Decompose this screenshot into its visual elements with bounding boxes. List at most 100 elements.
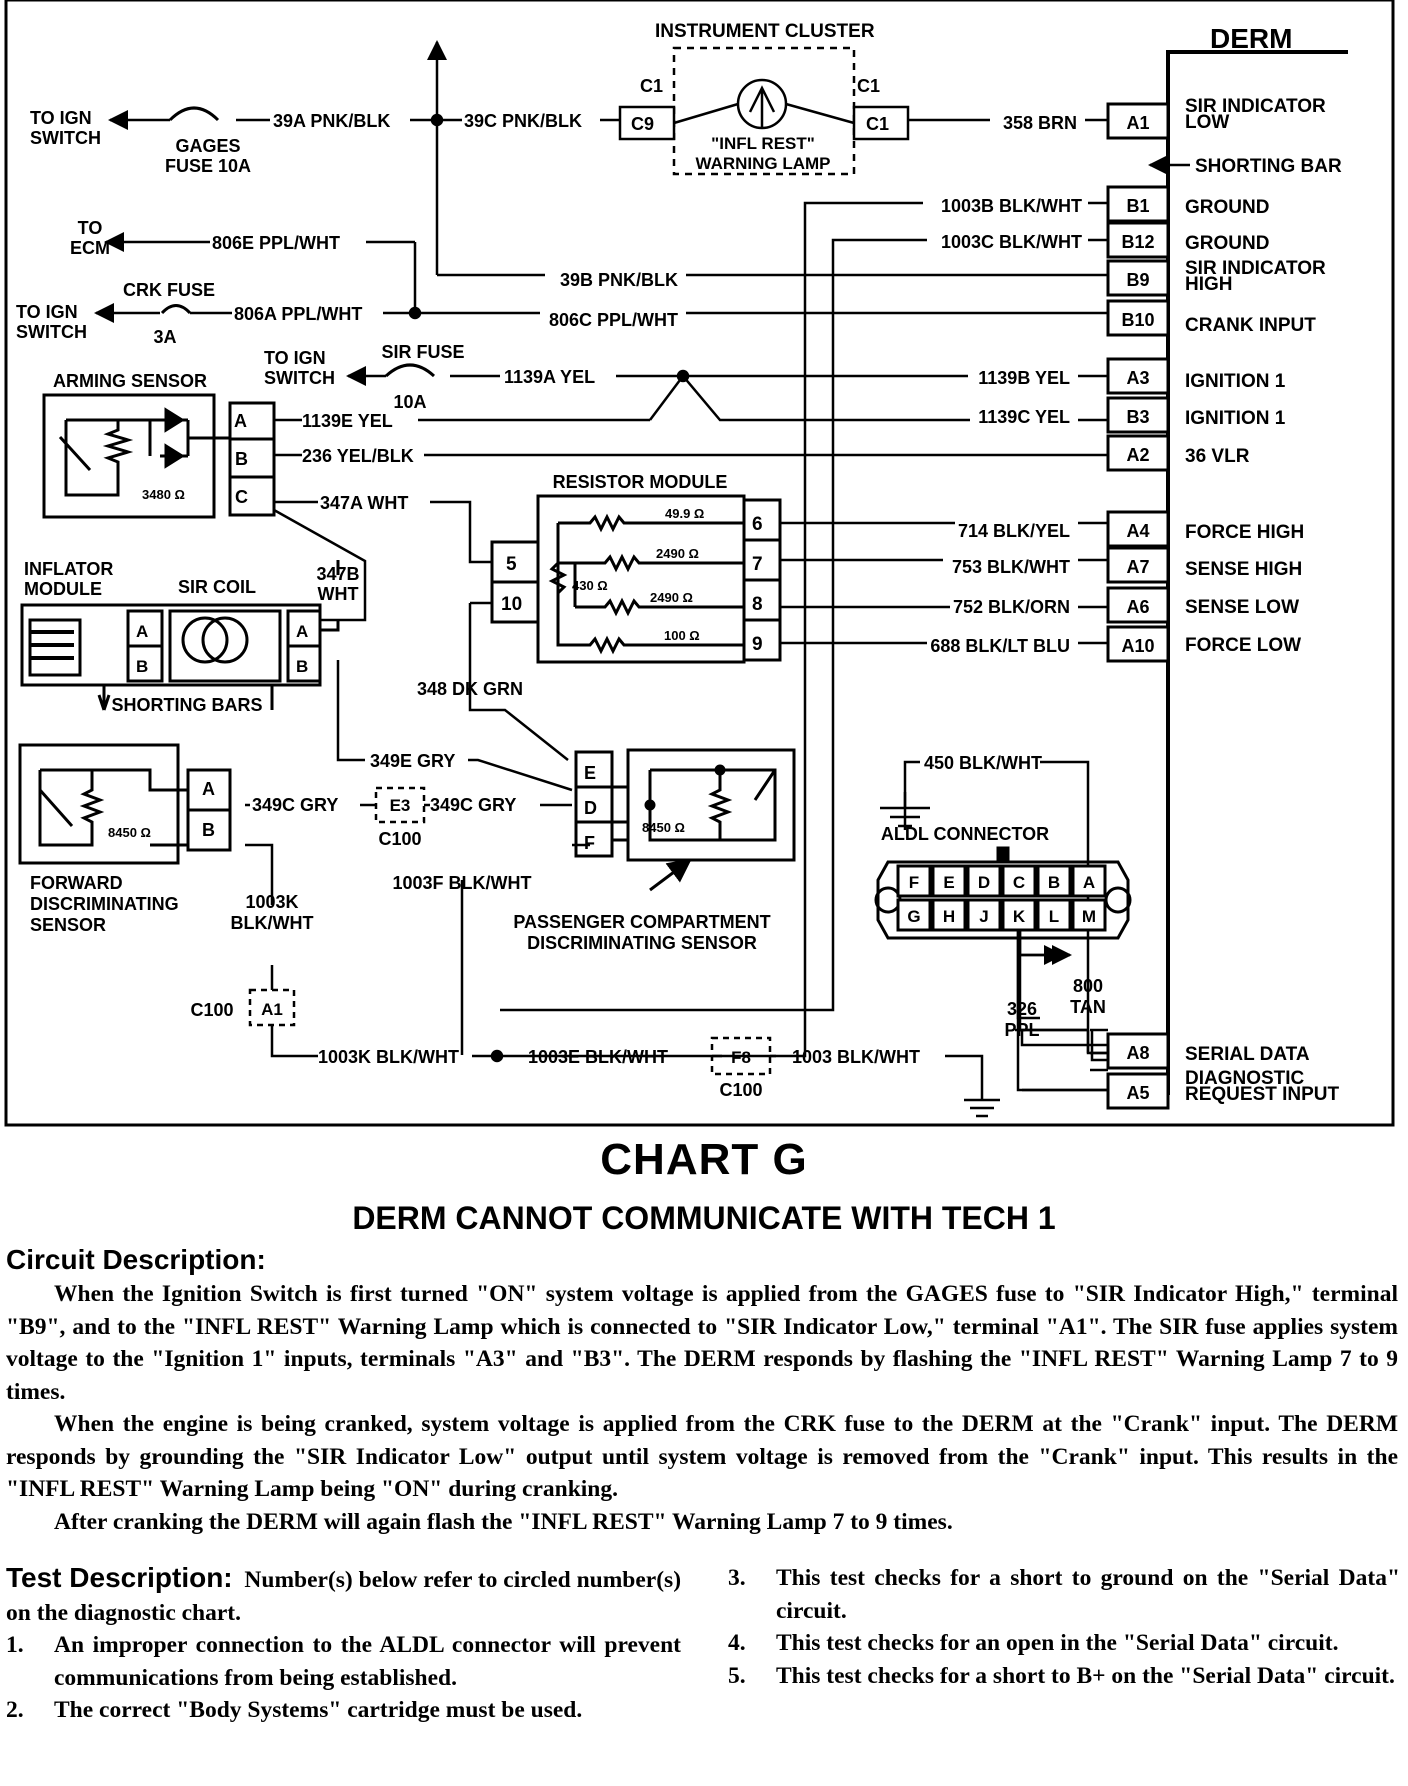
derm-pin-b12-label: B12 xyxy=(1121,232,1154,252)
derm-pin-a3-label: A3 xyxy=(1126,368,1149,388)
passenger-sensor-box xyxy=(626,748,796,862)
cluster-c1-right: C1 xyxy=(857,76,880,96)
derm-terminal-label-b1: GROUND xyxy=(1185,197,1269,218)
test-item-4: 4.This test checks for an open in the "S… xyxy=(728,1630,1339,1656)
wire-806e: 806E PPL/WHT xyxy=(212,233,340,253)
aldl-pin-c-label: C xyxy=(1013,873,1025,892)
aldl-pin-j xyxy=(966,898,1002,932)
inflator-pin-a: A xyxy=(296,622,308,641)
cluster-pin-c9 xyxy=(618,105,676,141)
aldl-pin-g-label: G xyxy=(907,907,920,926)
fwd-pin-b: B xyxy=(202,820,215,840)
passenger-sensor-ohm: 8450 Ω xyxy=(642,820,685,835)
resistor-pin-8: 8 xyxy=(752,594,763,615)
derm-pin-a2 xyxy=(1106,434,1170,472)
aldl-pin-f xyxy=(896,864,932,898)
test-description-left: Test Description: Number(s) below refer … xyxy=(6,1562,681,1727)
derm-pin-a8-label: A8 xyxy=(1126,1043,1149,1063)
wire-label-b3: 1139C YEL xyxy=(978,407,1070,427)
test-item-2: 2.The correct "Body Systems" cartridge m… xyxy=(6,1697,583,1723)
wire-label-b1: 1003B BLK/WHT xyxy=(941,196,1082,216)
wire-1003e: 1003E BLK/WHT xyxy=(528,1047,668,1067)
wire-label-a7: 753 BLK/WHT xyxy=(952,557,1070,577)
aldl-pin-h-label: H xyxy=(943,907,955,926)
arming-pin-c: C xyxy=(235,487,248,507)
sir-fuse-label: SIR FUSE xyxy=(381,342,464,362)
test-description-intro: Number(s) below refer to circled number(… xyxy=(6,1567,682,1626)
derm-terminal-label-a10: FORCE LOW xyxy=(1185,635,1301,656)
derm-pin-b3-label: B3 xyxy=(1126,407,1149,427)
aldl-pin-a-label: A xyxy=(1083,873,1095,892)
aldl-pin-j-label: J xyxy=(979,907,988,926)
test-item-3: 3.This test checks for a short to ground… xyxy=(728,1565,1400,1624)
resistor-module-label: RESISTOR MODULE xyxy=(553,472,728,492)
crk-fuse-label: CRK FUSE xyxy=(123,280,215,300)
arming-pin-a: A xyxy=(234,411,247,431)
arming-sensor-box xyxy=(42,393,216,519)
derm-outline xyxy=(1166,50,1348,1095)
derm-title: DERM xyxy=(1210,23,1292,54)
diagram-frame xyxy=(4,0,1395,1127)
cluster-pin-c9-label: C9 xyxy=(631,114,654,134)
circuit-description: When the Ignition Switch is first turned… xyxy=(6,1278,1398,1538)
fwd-pin-a: A xyxy=(202,779,215,799)
derm-pin-a7-label: A7 xyxy=(1126,557,1149,577)
resistor-2-ohm: 2490 Ω xyxy=(656,546,699,561)
test-description-right: 3.This test checks for a short to ground… xyxy=(728,1562,1400,1692)
aldl-pin-l-label: L xyxy=(1049,907,1059,926)
derm-pin-a2-label: A2 xyxy=(1126,445,1149,465)
connector-f8-label: F8 xyxy=(731,1048,751,1067)
arming-sensor-label: ARMING SENSOR xyxy=(53,371,207,391)
connector-e3 xyxy=(374,786,426,824)
derm-pin-a5-label: A5 xyxy=(1126,1083,1149,1103)
sir-fuse-amps: 10A xyxy=(393,392,426,412)
wire-236: 236 YEL/BLK xyxy=(302,446,414,466)
resistor-pin-10: 10 xyxy=(501,594,522,615)
wire-1003k-2: 1003K BLK/WHT xyxy=(318,1047,459,1067)
pass-pin-e: E xyxy=(584,763,596,783)
aldl-pin-e-label: E xyxy=(943,873,954,892)
wire-39c: 39C PNK/BLK xyxy=(464,111,582,131)
resistor-3-ohm: 430 Ω xyxy=(572,578,608,593)
aldl-pin-f-label: F xyxy=(909,873,919,892)
wire-349c-2: 349C GRY xyxy=(430,795,516,815)
aldl-pin-b-label: B xyxy=(1048,873,1060,892)
derm-terminal-label-b3: IGNITION 1 xyxy=(1185,408,1286,429)
derm-pin-b9-label: B9 xyxy=(1126,270,1149,290)
aldl-pin-l xyxy=(1036,898,1072,932)
derm-pin-a3 xyxy=(1106,357,1170,395)
derm-pin-b10 xyxy=(1106,299,1170,337)
derm-pin-a6-label: A6 xyxy=(1126,597,1149,617)
c100-label-1: C100 xyxy=(378,829,421,849)
wire-label-a10: 688 BLK/LT BLU xyxy=(930,636,1070,656)
aldl-pin-h xyxy=(931,898,967,932)
circuit-description-heading: Circuit Description: xyxy=(6,1244,266,1275)
warning-lamp-label: "INFL REST"WARNING LAMP xyxy=(695,134,830,173)
chart-title: CHART G xyxy=(600,1135,808,1184)
arming-sensor-connector xyxy=(228,401,276,517)
test-description-heading: Test Description: xyxy=(6,1562,233,1593)
wire-label-b9: 39B PNK/BLK xyxy=(560,270,678,290)
derm-pin-b3 xyxy=(1106,396,1170,434)
wire-label-a1: 358 BRN xyxy=(1003,113,1077,133)
inflator-pin-b: B xyxy=(296,657,308,676)
derm-pin-b12 xyxy=(1106,221,1170,259)
aldl-pin-m-label: M xyxy=(1082,907,1096,926)
forward-sensor-box xyxy=(18,743,180,865)
derm-terminal-label-b12: GROUND xyxy=(1185,233,1269,254)
aldl-pin-a xyxy=(1071,864,1107,898)
crk-fuse-amps: 3A xyxy=(153,327,176,347)
instrument-cluster-title: INSTRUMENT CLUSTER xyxy=(655,21,875,42)
connector-e3-label: E3 xyxy=(390,796,411,815)
forward-sensor-ohm: 8450 Ω xyxy=(108,825,151,840)
